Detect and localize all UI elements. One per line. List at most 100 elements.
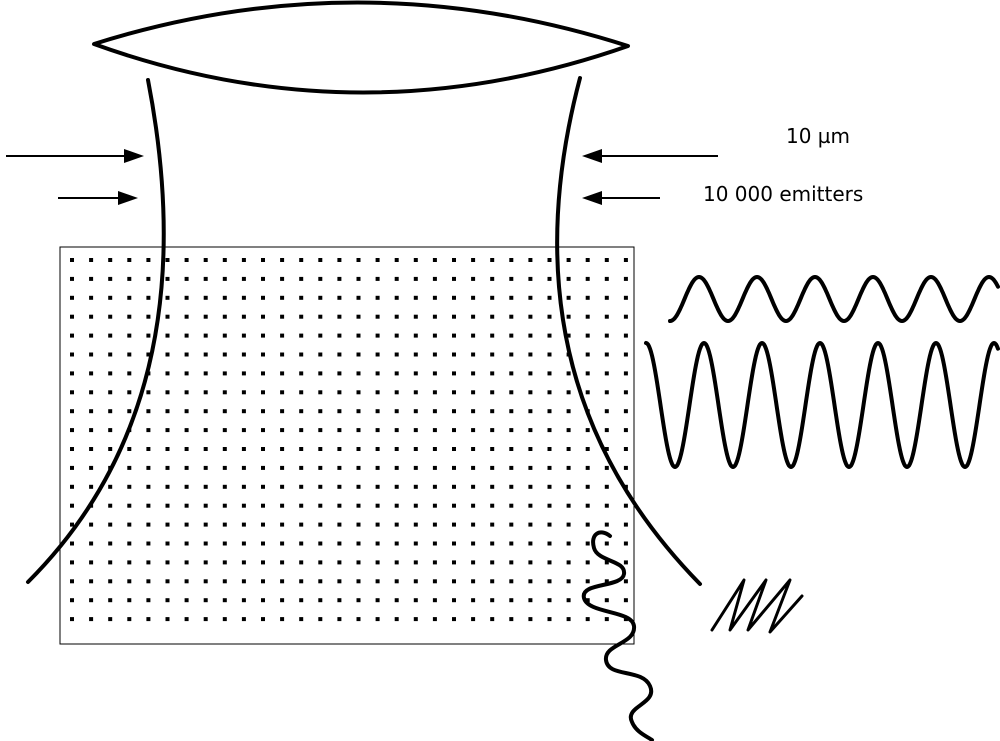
emitter-dot <box>127 409 132 414</box>
emitter-dot <box>604 333 609 338</box>
emitter-dot <box>318 352 323 357</box>
emitter-dot <box>547 484 552 489</box>
emitter-dot <box>413 258 418 262</box>
emitter-dot <box>70 409 74 414</box>
emitter-dot <box>127 428 132 433</box>
emitter-dot <box>108 352 113 357</box>
emitter-count-label: 10 000 emitters <box>703 182 864 206</box>
emitter-dot <box>604 390 609 395</box>
emitter-dot <box>566 579 571 584</box>
emitter-dot <box>184 428 189 433</box>
emitter-dot <box>184 579 189 584</box>
emitter-dot <box>146 484 151 489</box>
emitter-dot <box>127 541 132 546</box>
emitter-dot <box>241 579 246 584</box>
emitter-dot <box>585 258 590 262</box>
emitter-dot <box>318 447 323 451</box>
emitter-dot <box>108 598 113 603</box>
emitter-dot <box>566 352 571 357</box>
emitter-dot <box>375 409 380 414</box>
emitter-dot <box>299 522 304 527</box>
emitter-dot <box>184 390 189 395</box>
emitter-dot <box>604 276 609 281</box>
emitter-dot <box>337 390 342 395</box>
emitter-dot <box>299 333 304 338</box>
emitter-dot <box>452 390 456 395</box>
emitter-dot <box>413 276 418 281</box>
emitter-dot <box>108 333 113 338</box>
emitter-dot <box>528 352 533 357</box>
emitter-dot <box>356 258 361 262</box>
emitter-dot <box>337 503 342 508</box>
emitter-dot <box>299 295 304 300</box>
emitter-dot <box>356 314 361 319</box>
emitter-dot <box>108 579 113 584</box>
emitter-dot <box>127 371 132 376</box>
emitter-dot <box>509 295 514 300</box>
emitter-dot <box>184 333 189 338</box>
emitter-dot <box>261 409 265 414</box>
emitter-dot <box>356 541 361 546</box>
emitter-dot <box>547 352 552 357</box>
emitter-dot <box>146 465 151 470</box>
emitter-dot <box>471 522 476 527</box>
emitter-dot <box>585 390 590 395</box>
emitter-dot <box>547 465 552 470</box>
emitter-dot <box>70 447 74 451</box>
emitter-dot <box>89 522 94 527</box>
emitter-dot <box>337 560 342 565</box>
emitter-dot <box>337 428 342 433</box>
emitter-dot <box>146 295 151 300</box>
emitter-dot <box>623 409 628 414</box>
emitter-dot <box>452 276 456 281</box>
emitter-dot <box>585 484 590 489</box>
emitter-dot <box>184 314 189 319</box>
emitter-dot <box>528 390 533 395</box>
emitter-dot <box>89 465 94 470</box>
emitter-dot <box>261 447 265 451</box>
emitter-dot <box>241 484 246 489</box>
emitter-dot <box>394 428 399 433</box>
emitter-dot <box>280 295 285 300</box>
emitter-dot <box>203 409 208 414</box>
emitter-dot <box>566 522 571 527</box>
emitter-dot <box>203 541 208 546</box>
emitter-dot <box>337 314 342 319</box>
emitter-dot <box>184 617 189 622</box>
emitter-dot <box>261 295 265 300</box>
emitter-dot <box>70 560 74 565</box>
emitter-dot <box>318 276 323 281</box>
emitter-dot <box>127 579 132 584</box>
emitter-dot <box>490 447 495 451</box>
emitter-dot <box>394 258 399 262</box>
emitter-dot <box>184 541 189 546</box>
emitter-dot <box>471 295 476 300</box>
emitter-dot <box>70 333 74 338</box>
emitter-dot <box>509 579 514 584</box>
emitter-dot <box>547 371 552 376</box>
emitter-dot <box>394 447 399 451</box>
emitter-dot <box>280 371 285 376</box>
emitter-dot <box>585 560 590 565</box>
emitter-dot <box>566 465 571 470</box>
emitter-dot <box>547 295 552 300</box>
emitter-dot <box>432 579 437 584</box>
emitter-dot <box>528 598 533 603</box>
emitter-dot <box>509 598 514 603</box>
emitter-dot <box>299 314 304 319</box>
emitter-dot <box>604 371 609 376</box>
emitter-dot <box>146 390 151 395</box>
emitter-dot <box>432 258 437 262</box>
emitter-dot <box>432 484 437 489</box>
emitter-dot <box>471 258 476 262</box>
emitter-dot <box>356 579 361 584</box>
emitter-dot <box>184 276 189 281</box>
emitter-dot <box>127 276 132 281</box>
wave-small <box>668 275 1000 323</box>
emitter-dot <box>566 617 571 622</box>
emitter-dot <box>203 428 208 433</box>
emitter-dot <box>375 447 380 451</box>
emitter-dot <box>108 390 113 395</box>
emitter-dot <box>432 276 437 281</box>
emitter-dot <box>509 484 514 489</box>
